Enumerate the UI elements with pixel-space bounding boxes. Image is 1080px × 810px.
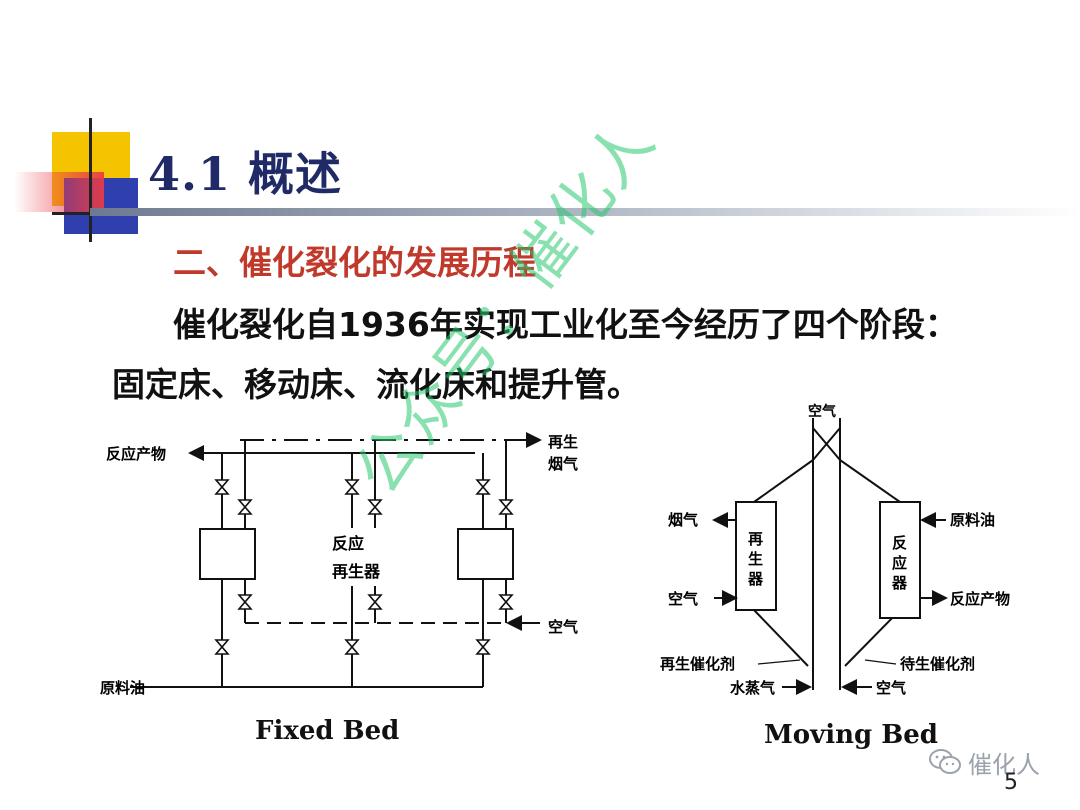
page-number: 5 bbox=[1004, 770, 1018, 795]
fixed-bed-caption: Fixed Bed bbox=[255, 716, 400, 746]
regenerator-vessel bbox=[735, 501, 777, 611]
moving-bed-caption: Moving Bed bbox=[764, 720, 938, 750]
reactor-vessel-3 bbox=[457, 528, 514, 580]
label-air-left: 空气 bbox=[668, 590, 698, 608]
label-reactor-2: 应 bbox=[892, 554, 907, 572]
label-product: 反应产物 bbox=[106, 445, 166, 463]
label-regenerator-1: 再 bbox=[748, 530, 763, 548]
label-air-top: 空气 bbox=[808, 403, 836, 420]
label-flue-gas: 烟气 bbox=[668, 511, 698, 529]
label-air: 空气 bbox=[548, 618, 578, 636]
fixed-bed-diagram: 反应产物 再生 烟气 反应 再生器 空气 原料油 bbox=[100, 432, 578, 697]
label-air-bottom: 空气 bbox=[876, 679, 906, 697]
label-feed: 原料油 bbox=[100, 679, 145, 697]
label-spent-catalyst: 待生催化剂 bbox=[900, 655, 975, 673]
wechat-icon bbox=[929, 749, 961, 774]
label-product: 反应产物 bbox=[950, 590, 1010, 608]
deco-vertical-line bbox=[89, 118, 92, 242]
label-regen-1: 再生 bbox=[548, 433, 578, 451]
watermark-badge: 催化人 bbox=[928, 742, 1040, 782]
valve-icons bbox=[214, 479, 514, 655]
body-text-line-1: 催化裂化自1936年实现工业化至今经历了四个阶段： bbox=[173, 305, 958, 344]
label-regenerator-2: 生 bbox=[748, 550, 763, 568]
body-text-line-2: 固定床、移动床、流化床和提升管。 bbox=[112, 365, 640, 404]
label-reactor-2: 再生器 bbox=[332, 562, 381, 581]
reactor-vessel-1 bbox=[199, 528, 256, 580]
page-title: 4.1 概述 bbox=[148, 147, 343, 201]
label-reactor-3: 器 bbox=[891, 574, 908, 592]
label-regen-2: 烟气 bbox=[548, 455, 578, 473]
label-feed: 原料油 bbox=[950, 511, 995, 529]
moving-bed-diagram: 空气 烟气 空气 再 生 器 反 应 器 原料油 反应产物 再生催化剂 待生催化… bbox=[660, 403, 1010, 697]
label-regen-catalyst: 再生催化剂 bbox=[660, 655, 735, 673]
label-reactor-1: 反 bbox=[892, 534, 907, 552]
reactor-vessel bbox=[879, 501, 921, 619]
title-underline bbox=[90, 208, 1080, 216]
label-reactor-1: 反应 bbox=[332, 534, 364, 553]
watermark-badge-text: 催化人 bbox=[968, 750, 1040, 779]
label-steam: 水蒸气 bbox=[730, 679, 775, 697]
section-subtitle: 二、催化裂化的发展历程 bbox=[173, 243, 536, 282]
label-regenerator-3: 器 bbox=[747, 570, 764, 588]
